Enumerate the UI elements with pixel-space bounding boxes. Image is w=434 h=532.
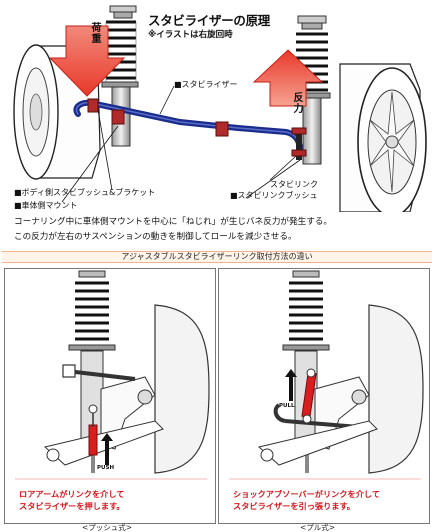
stabilizer-bar — [73, 99, 303, 153]
principle-illustration — [13, 5, 427, 217]
stabilizer-principle-diagram: スタビライザーの原理 ※イラストは右旋回時 荷重 反力 ■スタビライザー ■ボデ… — [0, 0, 434, 217]
push-type-illustration — [15, 270, 210, 480]
description-line-1: コーナリング中に車体側マウントを中心に「ねじれ」が生じバネ反力が発生する。 — [14, 217, 332, 227]
reaction-arrow — [252, 49, 324, 107]
diagram-subtitle: ※イラストは右旋回時 — [148, 30, 233, 40]
bush-bracket-right — [215, 121, 229, 137]
pull-type-illustration — [229, 270, 424, 480]
push-caption-line-2: スタビライザーを押します。 — [19, 501, 125, 511]
pull-type-footer: <プル式> — [300, 523, 336, 532]
body-bush-bracket-label: ■ボディ側スタビブッシュ&ブラケット — [14, 188, 156, 197]
bush-bracket-left — [87, 98, 125, 125]
push-type-footer: <プッシュ式> — [82, 523, 133, 532]
pull-label: PULL — [279, 403, 295, 409]
right-tire — [339, 63, 427, 217]
stabilink-label: スタビリンク — [270, 180, 318, 189]
description-line-2: この反力が左右のサスペンションの動きを制御してロールを減少させる。 — [14, 232, 297, 242]
pull-caption-line-2: スタビライザーを引っ張ります。 — [233, 501, 355, 511]
pull-caption-line-1: ショックアブソーバーがリンクを介して — [233, 489, 381, 499]
reaction-label: 反力 — [291, 92, 302, 114]
body-mount-label: ■車体側マウント — [14, 201, 78, 210]
diagram-title: スタビライザーの原理 — [148, 13, 271, 28]
push-caption-line-1: ロアアームがリンクを介して — [19, 489, 125, 499]
stabilink — [291, 127, 307, 160]
section-banner: アジャスタブルスタビライザーリンク取付方法の違い — [2, 251, 432, 263]
stabilizer-label: ■スタビライザー — [174, 80, 238, 89]
push-label: PUSH — [97, 465, 115, 471]
pull-type-panel: PULL ショックアブソーバーがリンクを介して スタビライザーを引っ張ります。 — [218, 268, 430, 524]
load-label: 荷重 — [89, 22, 100, 44]
push-type-panel: PUSH ロアアームがリンクを介して スタビライザーを押します。 — [4, 268, 216, 524]
stabilink-bush-label: ■スタビリンクブッシュ — [230, 191, 318, 200]
load-arrow — [48, 25, 126, 97]
leader-lines — [61, 85, 301, 203]
